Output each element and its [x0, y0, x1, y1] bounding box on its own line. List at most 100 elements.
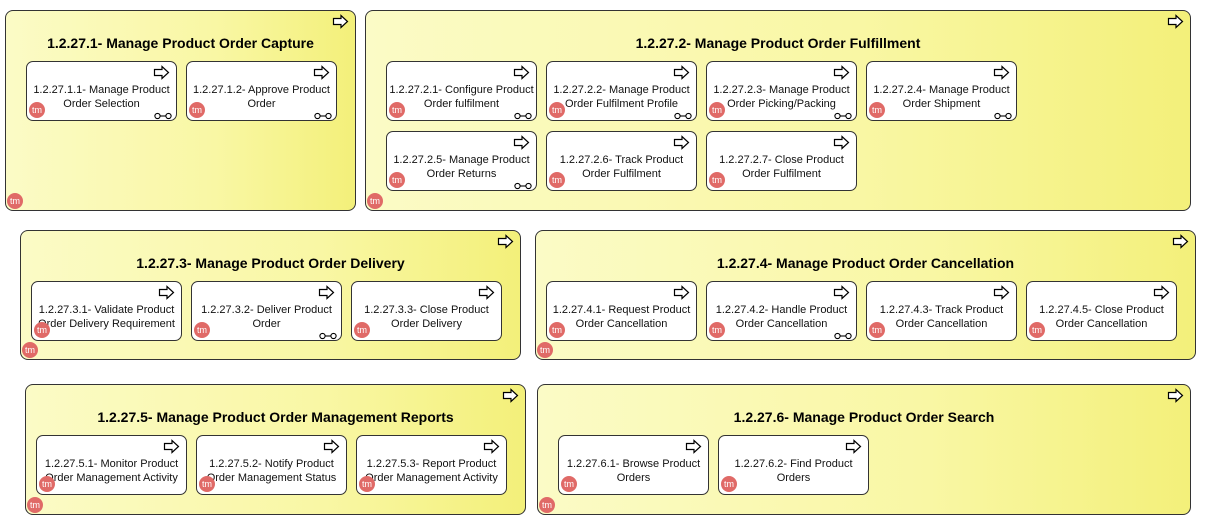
tm-badge-icon: tm	[561, 476, 577, 492]
tm-badge-icon: tm	[389, 102, 405, 118]
process-box[interactable]: 1.2.27.6.1- Browse Product Orders tm	[558, 435, 709, 495]
process-arrow-icon	[1153, 285, 1170, 300]
process-label: 1.2.27.2.7- Close Product Order Fulfilme…	[719, 154, 844, 180]
process-arrow-icon	[833, 285, 850, 300]
process-arrow-icon	[845, 439, 862, 454]
process-label: 1.2.27.6.2- Find Product Orders	[734, 458, 853, 484]
process-arrow-icon	[158, 285, 175, 300]
tm-badge-icon: tm	[709, 102, 725, 118]
tm-badge-icon: tm	[709, 322, 725, 338]
process-arrow-icon	[478, 285, 495, 300]
process-box[interactable]: 1.2.27.3.3- Close Product Order Delivery…	[351, 281, 502, 341]
tm-badge-icon: tm	[549, 102, 565, 118]
link-icon[interactable]	[314, 107, 332, 120]
process-box[interactable]: 1.2.27.2.4- Manage Product Order Shipmen…	[866, 61, 1017, 121]
tm-badge-icon: tm	[869, 102, 885, 118]
tm-badge-icon: tm	[7, 193, 23, 209]
process-label: 1.2.27.4.2- Handle Product Order Cancell…	[715, 304, 848, 330]
process-arrow-icon	[163, 439, 180, 454]
link-icon[interactable]	[834, 107, 852, 120]
link-icon[interactable]	[514, 177, 532, 190]
link-icon[interactable]	[514, 107, 532, 120]
tm-badge-icon: tm	[189, 102, 205, 118]
process-box[interactable]: 1.2.27.2.7- Close Product Order Fulfilme…	[706, 131, 857, 191]
group-order-fulfillment[interactable]: 1.2.27.2- Manage Product Order Fulfillme…	[365, 10, 1191, 211]
process-box[interactable]: 1.2.27.5.1- Monitor Product Order Manage…	[36, 435, 187, 495]
process-box[interactable]: 1.2.27.2.3- Manage Product Order Picking…	[706, 61, 857, 121]
tm-badge-icon: tm	[354, 322, 370, 338]
process-box[interactable]: 1.2.27.5.3- Report Product Order Managem…	[356, 435, 507, 495]
process-box[interactable]: 1.2.27.1.2- Approve Product Order tm	[186, 61, 337, 121]
process-box[interactable]: 1.2.27.4.3- Track Product Order Cancella…	[866, 281, 1017, 341]
process-box[interactable]: 1.2.27.2.1- Configure Product Order fulf…	[386, 61, 537, 121]
tm-badge-icon: tm	[27, 497, 43, 513]
tm-badge-icon: tm	[549, 172, 565, 188]
process-box[interactable]: 1.2.27.1.1- Manage Product Order Selecti…	[26, 61, 177, 121]
process-arrow-icon	[833, 65, 850, 80]
process-arrow-icon	[673, 65, 690, 80]
process-label: 1.2.27.4.3- Track Product Order Cancella…	[879, 304, 1004, 330]
link-icon[interactable]	[319, 327, 337, 340]
process-box[interactable]: 1.2.27.6.2- Find Product Orders tm	[718, 435, 869, 495]
process-arrow-icon	[313, 65, 330, 80]
group-order-capture[interactable]: 1.2.27.1- Manage Product Order Capture 1…	[5, 10, 356, 211]
group-order-delivery[interactable]: 1.2.27.3- Manage Product Order Delivery …	[20, 230, 521, 360]
process-label: 1.2.27.1.2- Approve Product Order	[193, 84, 330, 110]
process-box[interactable]: 1.2.27.3.2- Deliver Product Order tm	[191, 281, 342, 341]
process-box[interactable]: 1.2.27.2.6- Track Product Order Fulfilme…	[546, 131, 697, 191]
tm-badge-icon: tm	[39, 476, 55, 492]
process-arrow-icon	[513, 65, 530, 80]
tm-badge-icon: tm	[194, 322, 210, 338]
process-label: 1.2.27.3.3- Close Product Order Delivery	[364, 304, 489, 330]
tm-badge-icon: tm	[199, 476, 215, 492]
process-arrow-icon	[993, 65, 1010, 80]
link-icon[interactable]	[834, 327, 852, 340]
process-label: 1.2.27.5.3- Report Product Order Managem…	[365, 458, 498, 484]
process-label: 1.2.27.5.1- Monitor Product Order Manage…	[44, 458, 179, 484]
process-label: 1.2.27.6.1- Browse Product Orders	[566, 458, 701, 484]
group-title: 1.2.27.2- Manage Product Order Fulfillme…	[635, 35, 921, 51]
process-arrow-icon	[833, 135, 850, 150]
process-label: 1.2.27.2.1- Configure Product Order fulf…	[389, 84, 534, 110]
process-label: 1.2.27.3.2- Deliver Product Order	[201, 304, 332, 330]
process-box[interactable]: 1.2.27.2.5- Manage Product Order Returns…	[386, 131, 537, 191]
process-arrow-icon	[332, 14, 349, 29]
process-label: 1.2.27.2.3- Manage Product Order Picking…	[713, 84, 850, 110]
tm-badge-icon: tm	[1029, 322, 1045, 338]
group-order-management-reports[interactable]: 1.2.27.5- Manage Product Order Managemen…	[25, 384, 526, 515]
link-icon[interactable]	[154, 107, 172, 120]
link-icon[interactable]	[994, 107, 1012, 120]
tm-badge-icon: tm	[22, 342, 38, 358]
process-arrow-icon	[673, 135, 690, 150]
link-icon[interactable]	[674, 107, 692, 120]
process-box[interactable]: 1.2.27.4.2- Handle Product Order Cancell…	[706, 281, 857, 341]
tm-badge-icon: tm	[709, 172, 725, 188]
process-box[interactable]: 1.2.27.5.2- Notify Product Order Managem…	[196, 435, 347, 495]
tm-badge-icon: tm	[537, 342, 553, 358]
process-box[interactable]: 1.2.27.3.1- Validate Product Order Deliv…	[31, 281, 182, 341]
group-order-search[interactable]: 1.2.27.6- Manage Product Order Search 1.…	[537, 384, 1191, 515]
process-arrow-icon	[323, 439, 340, 454]
process-label: 1.2.27.4.1- Request Product Order Cancel…	[552, 304, 691, 330]
group-title: 1.2.27.3- Manage Product Order Delivery	[136, 255, 405, 271]
process-label: 1.2.27.2.6- Track Product Order Fulfilme…	[559, 154, 684, 180]
tm-badge-icon: tm	[359, 476, 375, 492]
process-box[interactable]: 1.2.27.4.1- Request Product Order Cancel…	[546, 281, 697, 341]
tm-badge-icon: tm	[34, 322, 50, 338]
process-label: 1.2.27.2.5- Manage Product Order Returns	[393, 154, 530, 180]
process-arrow-icon	[685, 439, 702, 454]
process-label: 1.2.27.4.5- Close Product Order Cancella…	[1039, 304, 1164, 330]
group-order-cancellation[interactable]: 1.2.27.4- Manage Product Order Cancellat…	[535, 230, 1196, 360]
tm-badge-icon: tm	[29, 102, 45, 118]
process-arrow-icon	[483, 439, 500, 454]
process-label: 1.2.27.1.1- Manage Product Order Selecti…	[33, 84, 170, 110]
group-title: 1.2.27.5- Manage Product Order Managemen…	[97, 409, 454, 425]
group-title: 1.2.27.6- Manage Product Order Search	[733, 409, 995, 425]
process-box[interactable]: 1.2.27.2.2- Manage Product Order Fulfilm…	[546, 61, 697, 121]
process-arrow-icon	[502, 388, 519, 403]
tm-badge-icon: tm	[389, 172, 405, 188]
process-box[interactable]: 1.2.27.4.5- Close Product Order Cancella…	[1026, 281, 1177, 341]
process-label: 1.2.27.3.1- Validate Product Order Deliv…	[38, 304, 175, 330]
process-label: 1.2.27.2.2- Manage Product Order Fulfilm…	[553, 84, 690, 110]
process-label: 1.2.27.2.4- Manage Product Order Shipmen…	[873, 84, 1010, 110]
